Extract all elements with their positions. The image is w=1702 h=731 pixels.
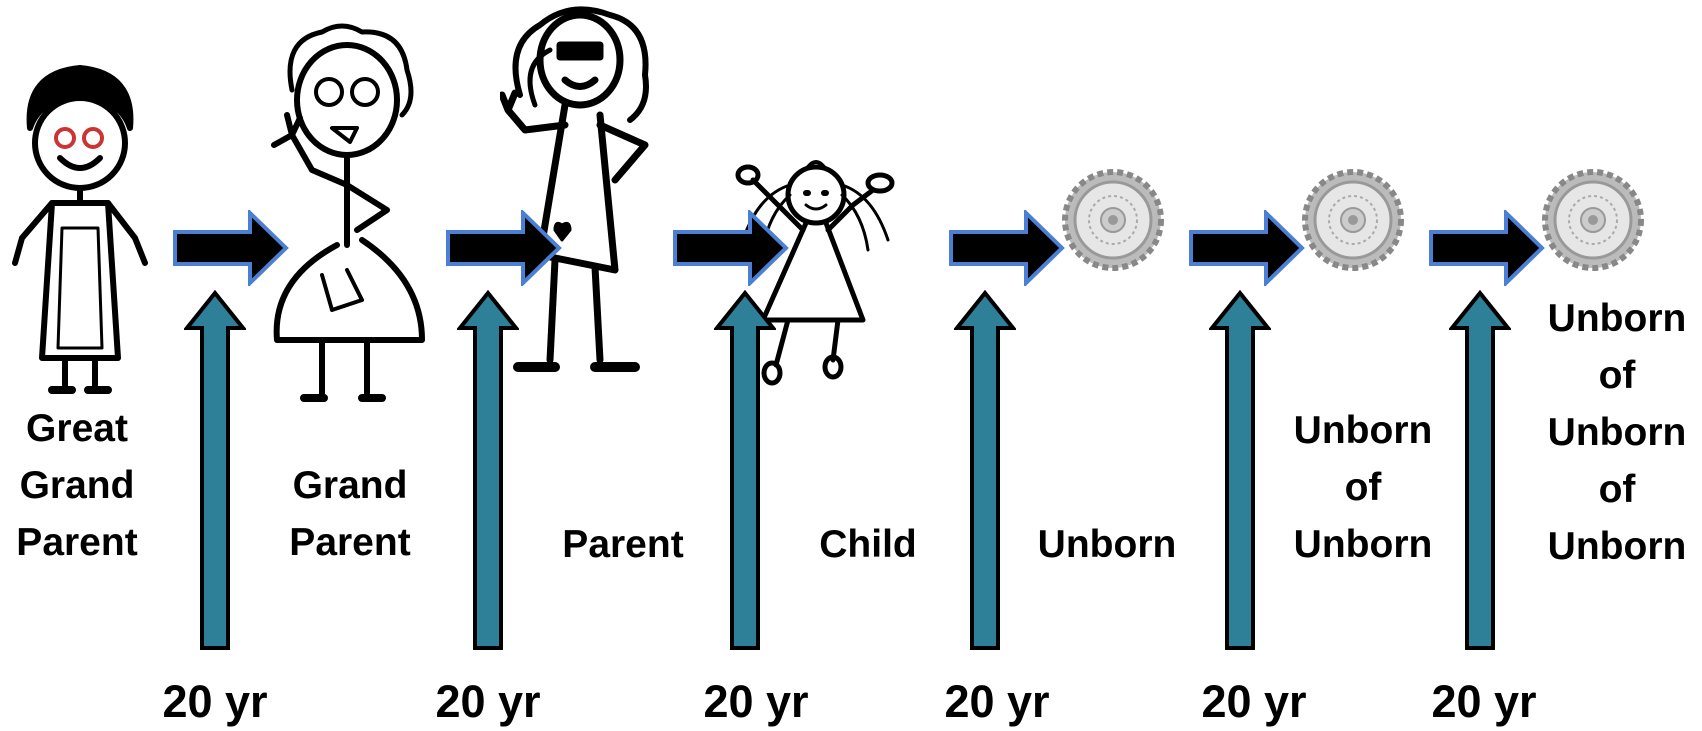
unborn-cell-3 xyxy=(1538,163,1648,278)
time-arrow-1 xyxy=(184,290,246,652)
label-unborn: Unborn xyxy=(1038,516,1177,573)
child-figure xyxy=(728,155,903,395)
label-line: of xyxy=(1598,354,1636,397)
progression-arrow-4 xyxy=(948,210,1066,286)
progression-arrow-5 xyxy=(1188,210,1306,286)
label-line: Unborn xyxy=(1547,525,1687,568)
label-line: of xyxy=(1598,468,1636,511)
time-arrow-5 xyxy=(1209,290,1271,652)
label-line: Grand xyxy=(292,464,408,507)
interval-label-4: 20 yr xyxy=(944,676,1050,727)
interval-label-6: 20 yr xyxy=(1431,676,1537,727)
label-line: Unborn xyxy=(1293,409,1433,452)
interval-label-5: 20 yr xyxy=(1201,676,1307,727)
time-arrow-3 xyxy=(714,290,776,652)
unborn-cell-2 xyxy=(1298,163,1408,278)
interval-label-3: 20 yr xyxy=(703,676,809,727)
label-line: Unborn xyxy=(1293,523,1433,566)
progression-arrow-1 xyxy=(172,210,290,286)
label-unborn-of-unborn: Unborn of Unborn xyxy=(1294,402,1433,573)
label-grandparent: Grand Parent xyxy=(289,457,410,571)
label-child: Child xyxy=(819,516,916,573)
time-arrow-2 xyxy=(457,290,519,652)
label-line: Unborn xyxy=(1547,411,1687,454)
time-arrow-6 xyxy=(1449,290,1511,652)
label-line: Child xyxy=(819,523,917,566)
progression-arrow-3 xyxy=(672,210,790,286)
label-line: Grand xyxy=(19,464,135,507)
grandparent-figure xyxy=(262,20,437,415)
label-unborn-of-unborn-of-unborn: Unborn of Unborn of Unborn xyxy=(1548,290,1687,575)
label-line: Parent xyxy=(289,521,411,564)
interval-label-2: 20 yr xyxy=(435,676,541,727)
label-line: Great xyxy=(26,407,128,450)
interval-label-1: 20 yr xyxy=(162,676,268,727)
unborn-cell-1 xyxy=(1058,163,1168,278)
progression-arrow-6 xyxy=(1428,210,1546,286)
label-line: Parent xyxy=(562,523,684,566)
label-line: Unborn xyxy=(1547,297,1687,340)
time-arrow-4 xyxy=(954,290,1016,652)
great-grandparent-figure xyxy=(10,58,150,403)
label-parent: Parent xyxy=(562,516,683,573)
label-line: of xyxy=(1344,466,1382,509)
progression-arrow-2 xyxy=(445,210,563,286)
parent-figure xyxy=(500,5,680,385)
label-line: Unborn xyxy=(1037,523,1177,566)
label-line: Parent xyxy=(16,521,138,564)
label-great-grandparent: Great Grand Parent xyxy=(16,400,137,571)
